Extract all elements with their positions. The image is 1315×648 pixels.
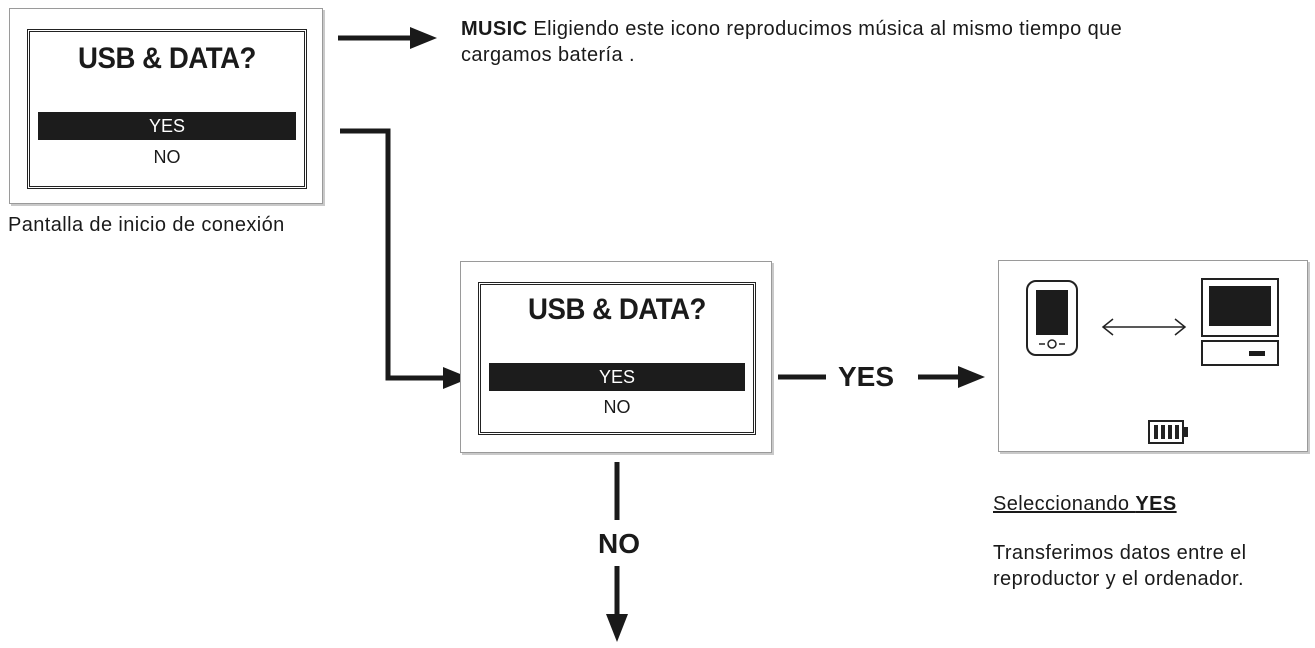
computer-icon: [1201, 278, 1279, 366]
transfer-screen-panel: [998, 260, 1308, 452]
result-yes-description: Transferimos datos entre el reproductor …: [993, 540, 1247, 592]
top-screen-option-no[interactable]: NO: [153, 147, 181, 167]
middle-screen-option-yes[interactable]: YES: [489, 363, 745, 391]
middle-screen-lcd: USB & DATA? YES NO: [478, 282, 756, 435]
music-note-line2: cargamos batería .: [461, 44, 635, 66]
music-note: MUSIC Eligiendo este icono reproducimos …: [461, 16, 1301, 68]
battery-icon: [1148, 420, 1188, 444]
top-screen-option-yes[interactable]: YES: [38, 112, 296, 140]
flow-label-yes: YES: [838, 361, 895, 392]
arrow-yes: [778, 366, 985, 388]
music-note-line1: MUSIC Eligiendo este icono reproducimos …: [461, 16, 1301, 42]
double-arrow-icon: [1101, 318, 1187, 336]
flow-label-no: NO: [598, 528, 640, 559]
middle-screen-option-no[interactable]: NO: [603, 397, 631, 417]
transfer-illustration: [1026, 278, 1279, 444]
music-note-text: Eligiendo este icono reproducimos música…: [533, 18, 1123, 40]
result-yes-heading-keyword: YES: [1135, 493, 1177, 515]
top-screen-title: USB & DATA?: [78, 42, 256, 75]
music-keyword: MUSIC: [461, 18, 528, 40]
top-screen-lcd: USB & DATA? YES NO: [27, 29, 307, 189]
top-screen-caption: Pantalla de inicio de conexión: [8, 214, 285, 236]
result-yes-line1: Transferimos datos entre el: [993, 542, 1247, 564]
middle-screen-title: USB & DATA?: [528, 293, 706, 326]
player-icon: [1026, 280, 1078, 356]
result-yes-line2: reproductor y el ordenador.: [993, 568, 1244, 590]
result-yes-heading-prefix: Seleccionando: [993, 493, 1136, 515]
arrow-no: [606, 462, 628, 642]
top-screen-panel: USB & DATA? YES NO: [9, 8, 323, 204]
arrow-to-music: [338, 27, 437, 49]
arrow-to-middle-screen: [340, 128, 470, 389]
result-yes-heading: Seleccionando YES: [993, 493, 1177, 516]
middle-screen-panel: USB & DATA? YES NO: [460, 261, 772, 453]
